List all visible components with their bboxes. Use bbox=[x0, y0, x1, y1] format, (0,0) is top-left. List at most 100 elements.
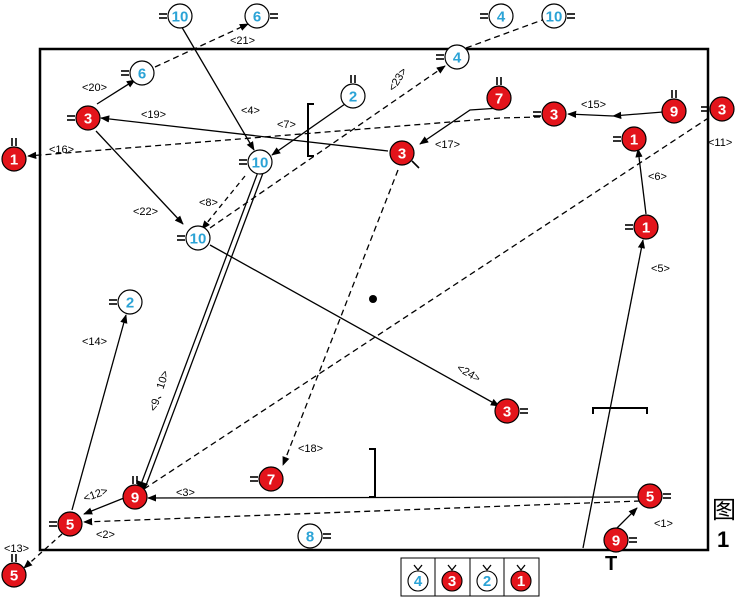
player-marker-r-9: 3 bbox=[67, 105, 101, 131]
line-23 bbox=[209, 65, 446, 229]
legend-player-2: 2 bbox=[476, 564, 498, 592]
player-number: 9 bbox=[670, 104, 678, 121]
line-22 bbox=[95, 130, 184, 225]
player-number: 9 bbox=[131, 490, 139, 507]
label-4: <4> bbox=[241, 105, 260, 117]
start-mark: T bbox=[605, 553, 618, 575]
line-18 bbox=[282, 169, 399, 466]
player-number: 5 bbox=[66, 517, 74, 534]
line-9-10a bbox=[139, 171, 259, 488]
legend-number: 2 bbox=[483, 573, 491, 590]
player-number: 1 bbox=[10, 152, 18, 169]
court-boundary bbox=[38, 47, 710, 552]
player-number: 10 bbox=[252, 155, 269, 172]
label-21: <21> bbox=[230, 35, 255, 47]
player-number: 7 bbox=[267, 472, 275, 489]
player-number: 10 bbox=[190, 231, 207, 248]
label-12: <12> bbox=[82, 485, 110, 505]
line-11 bbox=[143, 110, 720, 490]
line-7 bbox=[271, 103, 346, 156]
label-19: <19> bbox=[141, 109, 166, 121]
label-2: <2> bbox=[96, 529, 115, 541]
player-number: 3 bbox=[84, 111, 92, 128]
player-marker-b-16: 10 bbox=[177, 225, 211, 251]
legend-number: 4 bbox=[414, 573, 423, 590]
player-marker-r-8: 3 bbox=[533, 101, 567, 127]
player-number: 3 bbox=[718, 102, 726, 119]
label-20: <20> bbox=[82, 82, 107, 94]
player-marker-r-20: 7 bbox=[250, 466, 284, 492]
label-7: <7> bbox=[277, 119, 296, 131]
label-8: <8> bbox=[199, 197, 218, 209]
label-6: <6> bbox=[648, 171, 667, 183]
player-marker-r-26: 5 bbox=[1, 554, 27, 588]
legend-number: 3 bbox=[448, 573, 456, 590]
player-marker-r-17: 1 bbox=[625, 214, 659, 240]
label-24: <24> bbox=[455, 362, 483, 385]
legend: 4 3 2 1 bbox=[400, 557, 540, 597]
legend-player-3: 3 bbox=[441, 564, 463, 592]
sequence-labels: <1> <2> <3> <4> <5> <6> <7> <8> <9、10> <… bbox=[4, 35, 732, 555]
players: 10 6 4 10 4 6 2 7 3 3 9 3 1 1 10 3 10 1 2 3 7 9 5 5 9 8 5 bbox=[1, 3, 735, 588]
player-number: 10 bbox=[546, 9, 563, 26]
player-marker-b-6: 2 bbox=[340, 75, 366, 109]
figure-number: 1 bbox=[717, 527, 730, 552]
label-13: <13> bbox=[4, 543, 29, 555]
player-marker-r-24: 9 bbox=[603, 527, 637, 553]
player-number: 4 bbox=[497, 9, 506, 26]
label-23: <23> bbox=[386, 66, 409, 94]
player-number: 1 bbox=[630, 132, 638, 149]
label-3: <3> bbox=[176, 487, 195, 499]
line-1 bbox=[616, 507, 638, 529]
line-15b bbox=[567, 110, 614, 119]
line-12 bbox=[83, 497, 125, 515]
label-17: <17> bbox=[435, 139, 460, 151]
label-1: <1> bbox=[654, 518, 673, 530]
player-marker-r-10: 9 bbox=[661, 90, 687, 124]
movement-lines bbox=[23, 18, 720, 569]
label-9-10: <9、10> bbox=[147, 369, 171, 413]
line-8 bbox=[201, 175, 246, 230]
player-marker-r-15: 3 bbox=[701, 96, 735, 122]
player-marker-b-1: 6 bbox=[244, 3, 278, 29]
player-number: 9 bbox=[612, 533, 620, 550]
player-marker-r-12: 1 bbox=[613, 126, 647, 152]
player-marker-b-4: 4 bbox=[436, 44, 470, 70]
player-marker-b-5: 6 bbox=[121, 60, 155, 86]
label-18: <18> bbox=[298, 443, 323, 455]
player-marker-r-13: 1 bbox=[1, 138, 27, 172]
legend-player-4: 4 bbox=[407, 564, 429, 592]
player-marker-r-19: 3 bbox=[494, 398, 528, 424]
screen-marks bbox=[307, 103, 648, 498]
player-marker-r-7: 7 bbox=[486, 77, 512, 111]
player-marker-b-2: 4 bbox=[480, 3, 514, 29]
player-number: 4 bbox=[453, 50, 462, 67]
line-14 bbox=[71, 314, 128, 511]
line-2 bbox=[83, 500, 641, 526]
player-number: 5 bbox=[646, 489, 654, 506]
line-20 bbox=[96, 79, 136, 105]
player-number: 3 bbox=[503, 404, 511, 421]
label-16: <16> bbox=[49, 144, 74, 156]
player-marker-r-21: 9 bbox=[122, 476, 148, 510]
player-marker-r-22: 5 bbox=[49, 511, 83, 537]
line-17 bbox=[419, 107, 501, 145]
player-marker-r-23: 5 bbox=[637, 483, 671, 509]
center-spot bbox=[369, 295, 377, 303]
line-6 bbox=[635, 148, 647, 215]
label-15: <15> bbox=[581, 99, 606, 111]
player-number: 7 bbox=[495, 91, 503, 108]
player-marker-b-18: 2 bbox=[109, 289, 143, 315]
line-24 bbox=[209, 244, 500, 407]
line-3 bbox=[147, 494, 641, 502]
line-21 bbox=[154, 23, 249, 68]
player-number: 2 bbox=[126, 295, 134, 312]
line-19 bbox=[100, 115, 389, 152]
player-number: 3 bbox=[550, 107, 558, 124]
player-marker-b-0: 10 bbox=[159, 3, 193, 29]
label-14: <14> bbox=[82, 336, 107, 348]
player-number: 8 bbox=[306, 529, 314, 546]
legend-number: 1 bbox=[517, 573, 525, 590]
player-number: 6 bbox=[138, 66, 146, 83]
